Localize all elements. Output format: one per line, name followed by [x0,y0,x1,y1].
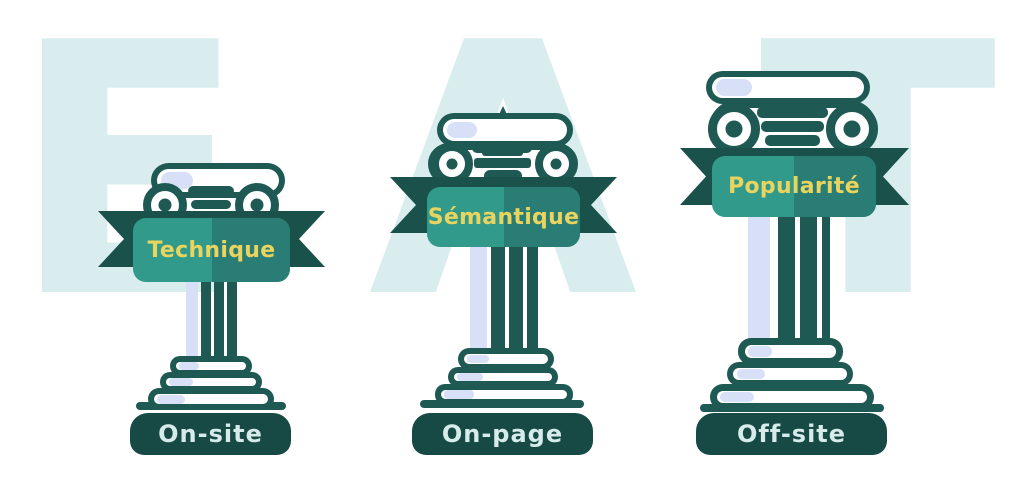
base-tier-top [170,356,252,376]
plinth: Off-site [696,413,887,455]
base-tier-highlight [157,395,185,404]
base-tier-highlight [737,369,765,379]
shaft-stripe [778,205,795,350]
shaft-stripe [527,232,538,355]
volute-left-icon [708,103,760,155]
base-tier-fill [154,394,268,404]
spire-step [474,158,531,168]
spire-step [482,146,523,156]
banner-panel: Sémantique [427,187,580,247]
banner-label: Popularité [728,174,860,199]
shaft-stripe [214,260,224,370]
shaft-stripe [491,232,505,355]
capital-top [706,71,870,104]
abacus-bar [765,135,820,146]
shaft-stripe [822,205,830,350]
banner-label: Technique [147,237,276,263]
base-tier-fill [464,354,548,364]
base-tier-fill [717,391,867,403]
base-tier-highlight [457,373,483,381]
base-tier-highlight [748,346,772,357]
abacus-bar [514,143,532,153]
plinth: On-page [412,413,593,455]
shaft-stripe [509,232,523,355]
abacus-bar [188,186,234,196]
base-tier-highlight [467,355,489,363]
volute-dot [250,198,264,212]
shaft-highlight-stripe [470,232,487,355]
abacus-bar [191,200,231,209]
base-tier-middle [160,372,262,392]
column-shaft [183,260,239,370]
plinth-label: On-page [441,420,564,448]
banner-panel: Popularité [712,156,876,217]
banner-panel: Technique [133,218,290,282]
base-tier-highlight [179,362,199,370]
banner-panel-right [794,156,876,217]
base-tier-bottom [148,388,274,410]
base-tier-middle [448,367,558,387]
base-tier-middle [727,362,853,386]
base-tier-fill [441,390,567,399]
volute-dot [550,158,562,170]
base-tier-fill [176,362,246,370]
base-tier-top [458,348,554,370]
capital-top-highlight [716,79,752,96]
column-shaft [744,205,830,350]
capital-top [437,113,573,147]
shaft-stripe [201,260,211,370]
shaft-highlight-stripe [748,205,770,350]
plinth: On-site [130,413,291,455]
base-tier-highlight [444,390,474,399]
banner-panel-right [211,218,290,282]
abacus-bar [761,121,824,132]
column-shaft [468,232,538,355]
abacus-bar [757,107,828,118]
base-tier-fill [166,378,256,386]
base-tier-fill [454,373,552,381]
banner-panel-right [503,187,580,247]
volute-dot [725,120,743,138]
banner-label: Sémantique [427,204,580,230]
plinth-label: Off-site [736,420,847,448]
base-tier-bottom [435,384,573,405]
base-tier-highlight [169,378,193,386]
capital-top-highlight [447,122,477,138]
shaft-stripe [800,205,817,350]
volute-dot [446,158,458,170]
shaft-stripe [227,260,237,370]
volute-dot [158,198,172,212]
volute-dot [843,120,861,138]
base-tier-highlight [720,392,754,402]
shaft-highlight-stripe [186,260,198,370]
base-tier-top [738,338,843,365]
abacus-bar [472,143,490,153]
plinth-label: On-site [158,420,263,448]
base-tier-bottom [710,384,874,410]
volute-right-icon [826,103,878,155]
